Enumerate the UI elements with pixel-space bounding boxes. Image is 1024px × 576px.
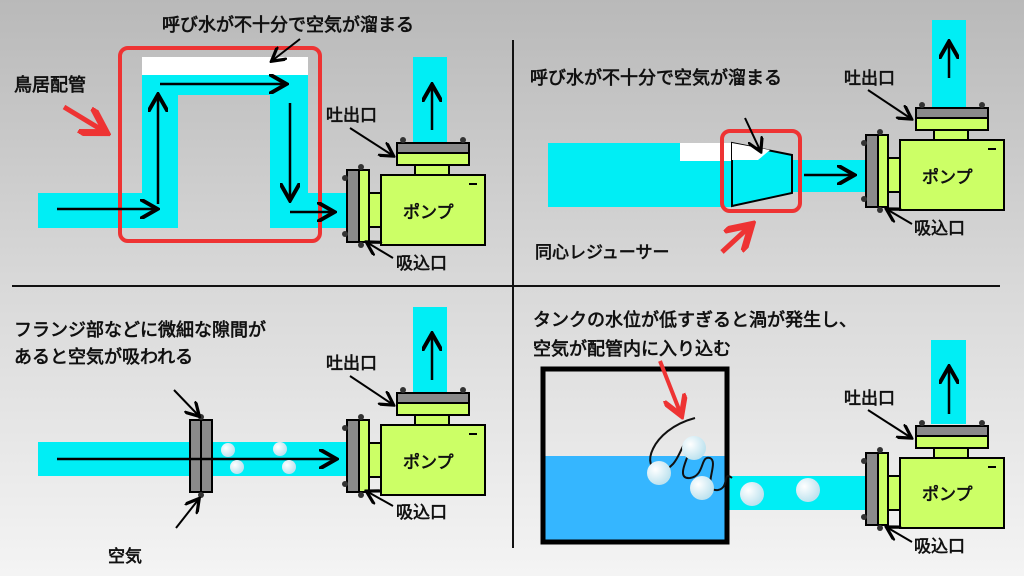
q4-title-line1: タンクの水位が低すぎると渦が発生し、	[533, 309, 857, 331]
outlet-label: 吐出口	[326, 353, 377, 374]
q4-title-line2: 空気が配管内に入り込む	[533, 338, 731, 360]
torii-piping-panel: 呼び水が不十分で空気が溜まる 鳥居配管 ポンプ 吐出口 吸込口	[14, 14, 486, 274]
inlet-label: 吸込口	[396, 503, 447, 523]
inlet-label: 吸込口	[914, 219, 965, 239]
pump-label: ポンプ	[403, 202, 454, 223]
pump	[341, 386, 486, 499]
pump-label: ポンプ	[403, 452, 454, 473]
pump	[341, 136, 486, 249]
highlight-box	[118, 46, 322, 243]
pump-label: ポンプ	[922, 484, 973, 505]
outlet-label: 吐出口	[326, 105, 377, 126]
trapped-air	[680, 143, 734, 161]
vortex-panel: タンクの水位が低すぎると渦が発生し、 空気が配管内に入り込む ポンプ 吐出口 吸…	[533, 309, 1005, 557]
tank	[540, 366, 730, 545]
torii-pipe	[38, 75, 347, 228]
pump	[860, 419, 1005, 532]
q2-title: 呼び水が不十分で空気が溜まる	[530, 67, 782, 89]
q3-title-line2: あると空気が吸われる	[14, 346, 193, 368]
air-label: 空気	[108, 546, 142, 567]
air-bubbles	[221, 442, 296, 474]
reducer-label: 同心レジューサー	[535, 243, 669, 263]
q1-title: 呼び水が不十分で空気が溜まる	[162, 14, 414, 36]
air-bubbles	[647, 436, 820, 506]
reducer-panel: 呼び水が不十分で空気が溜まる 同心レジューサー ポンプ 吐出口 吸込口	[530, 20, 1005, 263]
inlet-label: 吸込口	[914, 537, 965, 557]
inlet-label: 吸込口	[396, 254, 447, 274]
outlet-label: 吐出口	[844, 68, 895, 89]
highlight-box	[720, 129, 802, 213]
pump	[860, 101, 1005, 214]
torii-piping-label: 鳥居配管	[14, 74, 86, 96]
pump-label: ポンプ	[922, 167, 973, 188]
tank-water	[543, 456, 727, 542]
pipe-flange	[189, 419, 202, 493]
trapped-air	[142, 57, 308, 75]
q3-title-line1: フランジ部などに微細な隙間が	[14, 319, 266, 341]
flange-leak-panel: フランジ部などに微細な隙間が あると空気が吸われる 空気 ポンプ 吐出口 吸込口	[14, 307, 486, 567]
outlet-label: 吐出口	[844, 388, 895, 409]
